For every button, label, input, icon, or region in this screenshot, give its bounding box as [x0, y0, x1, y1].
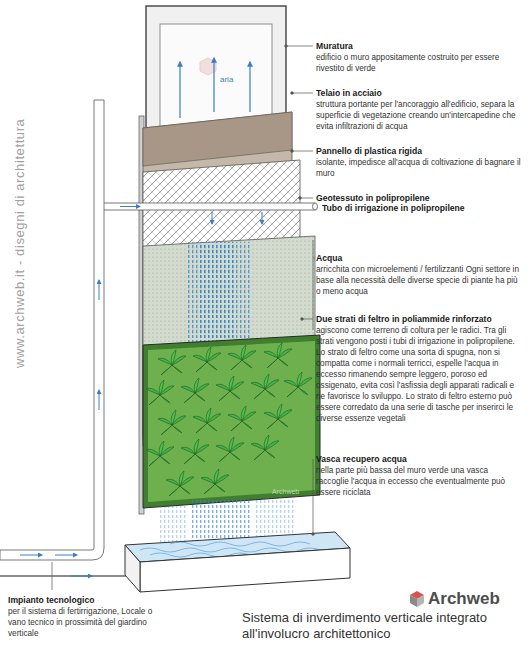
air-arrow	[213, 58, 214, 112]
leader-line	[313, 240, 314, 330]
panel-watermark: Archweb	[272, 486, 312, 497]
logo-icon-left	[410, 595, 417, 607]
plant	[251, 374, 279, 399]
callout-text: edificio o muro appositamente costruito …	[316, 52, 522, 74]
leader-line	[286, 46, 313, 47]
leader-dot	[291, 150, 294, 153]
plant	[146, 441, 174, 466]
vertical-watermark: www.archweb.it - disegni di architettura	[12, 119, 28, 368]
felt-panel	[143, 335, 320, 508]
flow-arrow	[99, 390, 100, 410]
plastic-panel-top	[143, 112, 292, 166]
plant	[166, 471, 194, 496]
pipe-end	[313, 203, 318, 210]
callout-text: nella parte più bassa del muro verde una…	[316, 465, 522, 498]
callout-heading: Tubo di irrigazione in polipropilene	[322, 203, 522, 214]
drip-arrow	[262, 212, 263, 224]
water-stream	[186, 242, 250, 342]
leader-dot	[299, 197, 302, 200]
logo-icon-right	[417, 595, 424, 607]
water-stream	[200, 242, 236, 342]
leader-dot	[291, 92, 294, 95]
callout-heading: Vasca recupero acqua	[316, 454, 522, 465]
plant	[251, 435, 279, 460]
plant	[264, 404, 292, 429]
flow-arrow	[120, 206, 140, 207]
leader-lines	[52, 45, 315, 590]
drain-pipe	[0, 575, 126, 577]
callout-text: arricchita con microelementi / fertilizz…	[316, 264, 522, 297]
callout-text: struttura portante per l'ancoraggio all'…	[316, 99, 522, 132]
plant	[284, 372, 312, 397]
callout-heading: Acqua	[316, 253, 522, 264]
callout-text: per il sistema di fertirrigazione, Local…	[8, 606, 158, 639]
logo-text: Archweb	[428, 588, 528, 609]
irrigation-pipe	[100, 203, 315, 210]
flow-arrow	[55, 555, 77, 556]
flow-arrow	[99, 280, 100, 300]
leader-dot	[285, 45, 288, 48]
drip-arrow	[212, 212, 213, 224]
air-arrow	[249, 62, 250, 112]
callout-heading: Telaio in acciaio	[316, 88, 522, 99]
callout-text: isolante, impedisce all'acqua di coltiva…	[316, 157, 522, 179]
caption: Sistema di inverdimento verticale integr…	[242, 610, 502, 642]
leader-line	[300, 198, 313, 199]
tank-side	[125, 545, 140, 592]
plant	[146, 380, 174, 405]
plant	[216, 437, 244, 462]
tank-front	[140, 548, 350, 592]
plant	[193, 347, 221, 372]
callout-heading: Muratura	[316, 41, 522, 52]
leader-line	[313, 459, 314, 534]
leader-line	[292, 93, 313, 94]
callout-text: agiscono come terreno di coltura per le …	[316, 325, 522, 424]
callout-heading: Impianto tecnologico	[8, 595, 158, 606]
plant	[264, 343, 292, 368]
plant	[228, 406, 256, 431]
plant	[228, 345, 256, 370]
plant	[216, 376, 244, 401]
flow-arrow	[70, 576, 92, 577]
leader-line	[52, 562, 53, 590]
felt-panel-inner	[148, 341, 315, 502]
callout-heading: Geotessuto in polipropilene	[316, 193, 522, 204]
plant	[201, 469, 229, 494]
supply-pipe	[0, 100, 104, 560]
callout-heading: Due strati di feltro in poliammide rinfo…	[316, 314, 522, 325]
plant	[181, 378, 209, 403]
leader-dot	[301, 318, 304, 321]
plant	[181, 439, 209, 464]
falling-water	[158, 506, 186, 546]
flow-arrow	[20, 555, 42, 556]
air-arrow	[179, 62, 180, 118]
air-label: aria	[220, 74, 260, 85]
callout-heading: Pannello di plastica rigida	[316, 146, 522, 157]
plant	[158, 410, 186, 435]
plant	[158, 350, 186, 375]
plant	[193, 408, 221, 433]
leader-dot	[312, 533, 315, 536]
leader-line	[292, 151, 313, 152]
